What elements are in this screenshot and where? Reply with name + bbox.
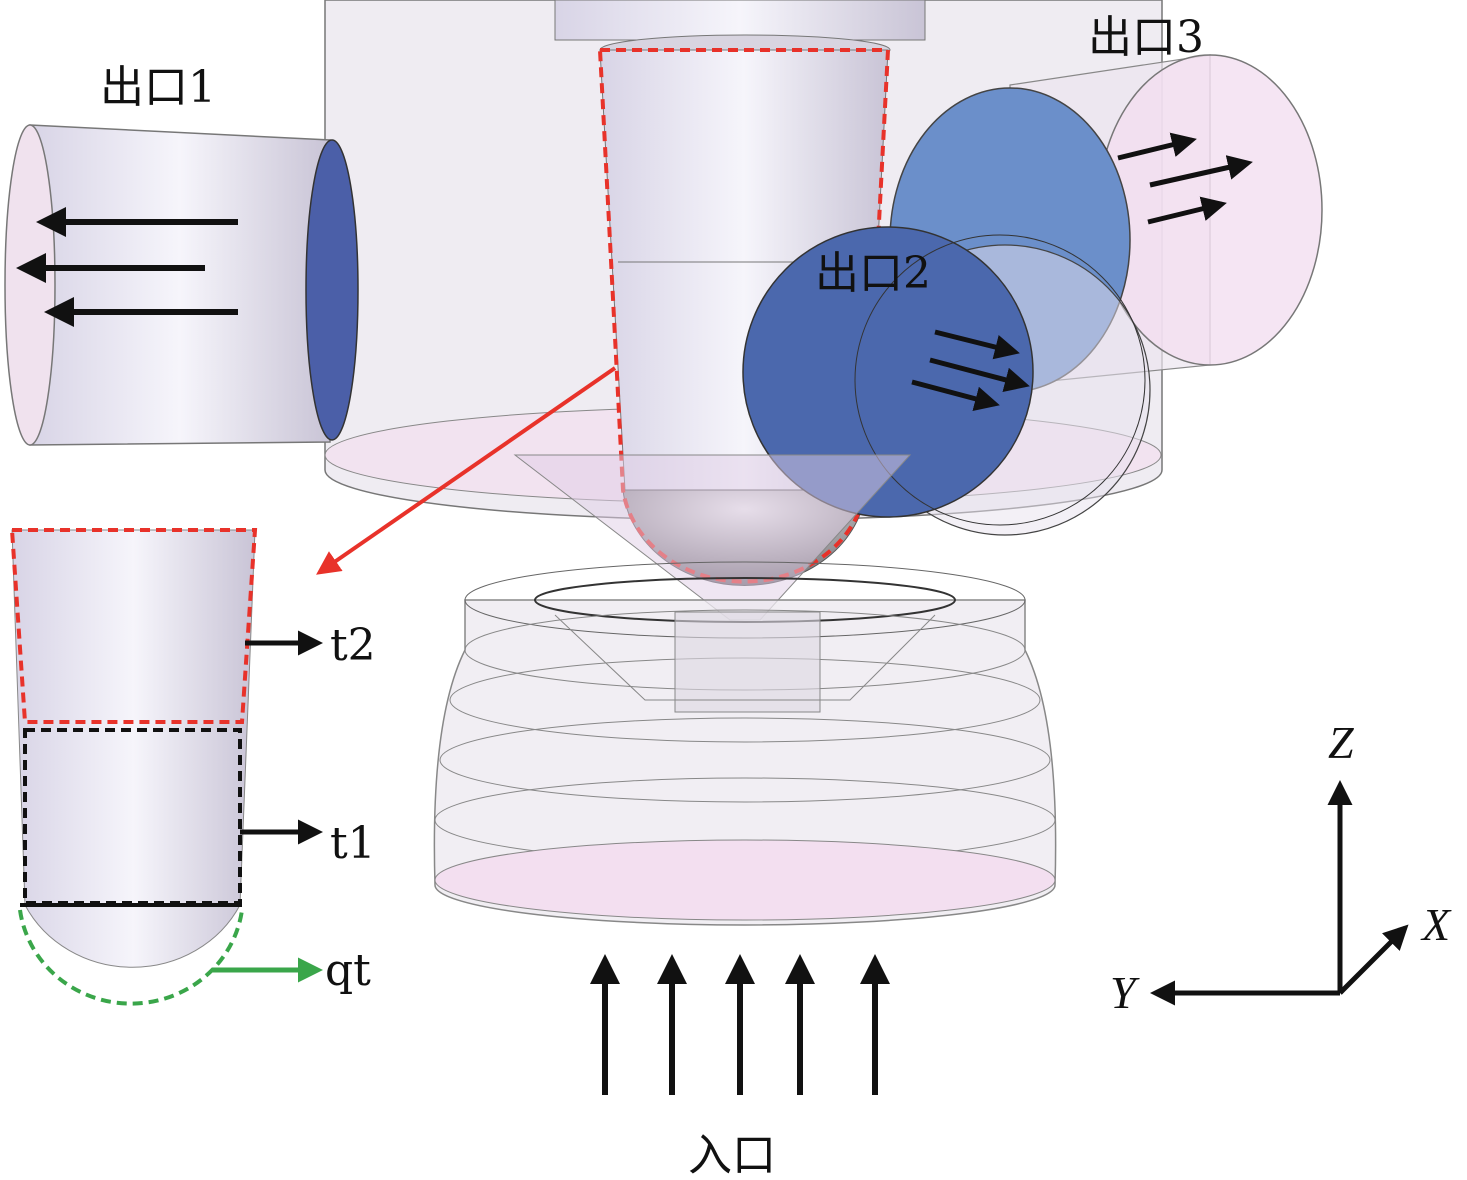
axis-label-y: Y: [1110, 967, 1140, 1018]
label-qt: qt: [325, 945, 371, 996]
coordinate-axes: [1150, 780, 1409, 1006]
label-outlet2: 出口2: [815, 248, 931, 299]
inlet-arrows: [590, 954, 890, 1095]
label-outlet3: 出口3: [1088, 12, 1204, 63]
detail-pointer-arrow: [316, 366, 617, 575]
axis-label-z: Z: [1328, 717, 1354, 768]
label-outlet1: 出口1: [100, 62, 216, 113]
inlet-base: [433, 561, 1057, 926]
probe-detail: [9, 528, 323, 1006]
label-t2: t2: [330, 620, 376, 671]
label-inlet: 入口: [688, 1130, 776, 1180]
outlet2: [742, 226, 1151, 536]
axis-label-x: X: [1420, 899, 1452, 950]
nozzle-cone: [513, 454, 912, 621]
label-t1: t1: [330, 818, 376, 869]
outlet1-pipe: [4, 124, 359, 446]
